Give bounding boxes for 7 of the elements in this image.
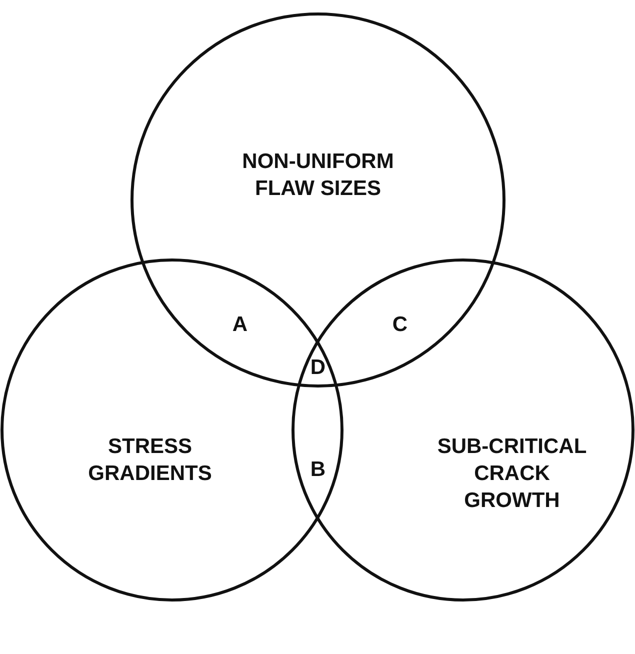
region-letter: A [232, 313, 248, 337]
region-letter: C [392, 313, 408, 337]
set-label: STRESS GRADIENTS [87, 434, 213, 487]
set-label: NON-UNIFORM FLAW SIZES [241, 149, 395, 202]
set-label: SUB-CRITICAL CRACK GROWTH [436, 434, 588, 514]
region-letter: B [310, 458, 326, 482]
region-letter: D [310, 356, 326, 380]
